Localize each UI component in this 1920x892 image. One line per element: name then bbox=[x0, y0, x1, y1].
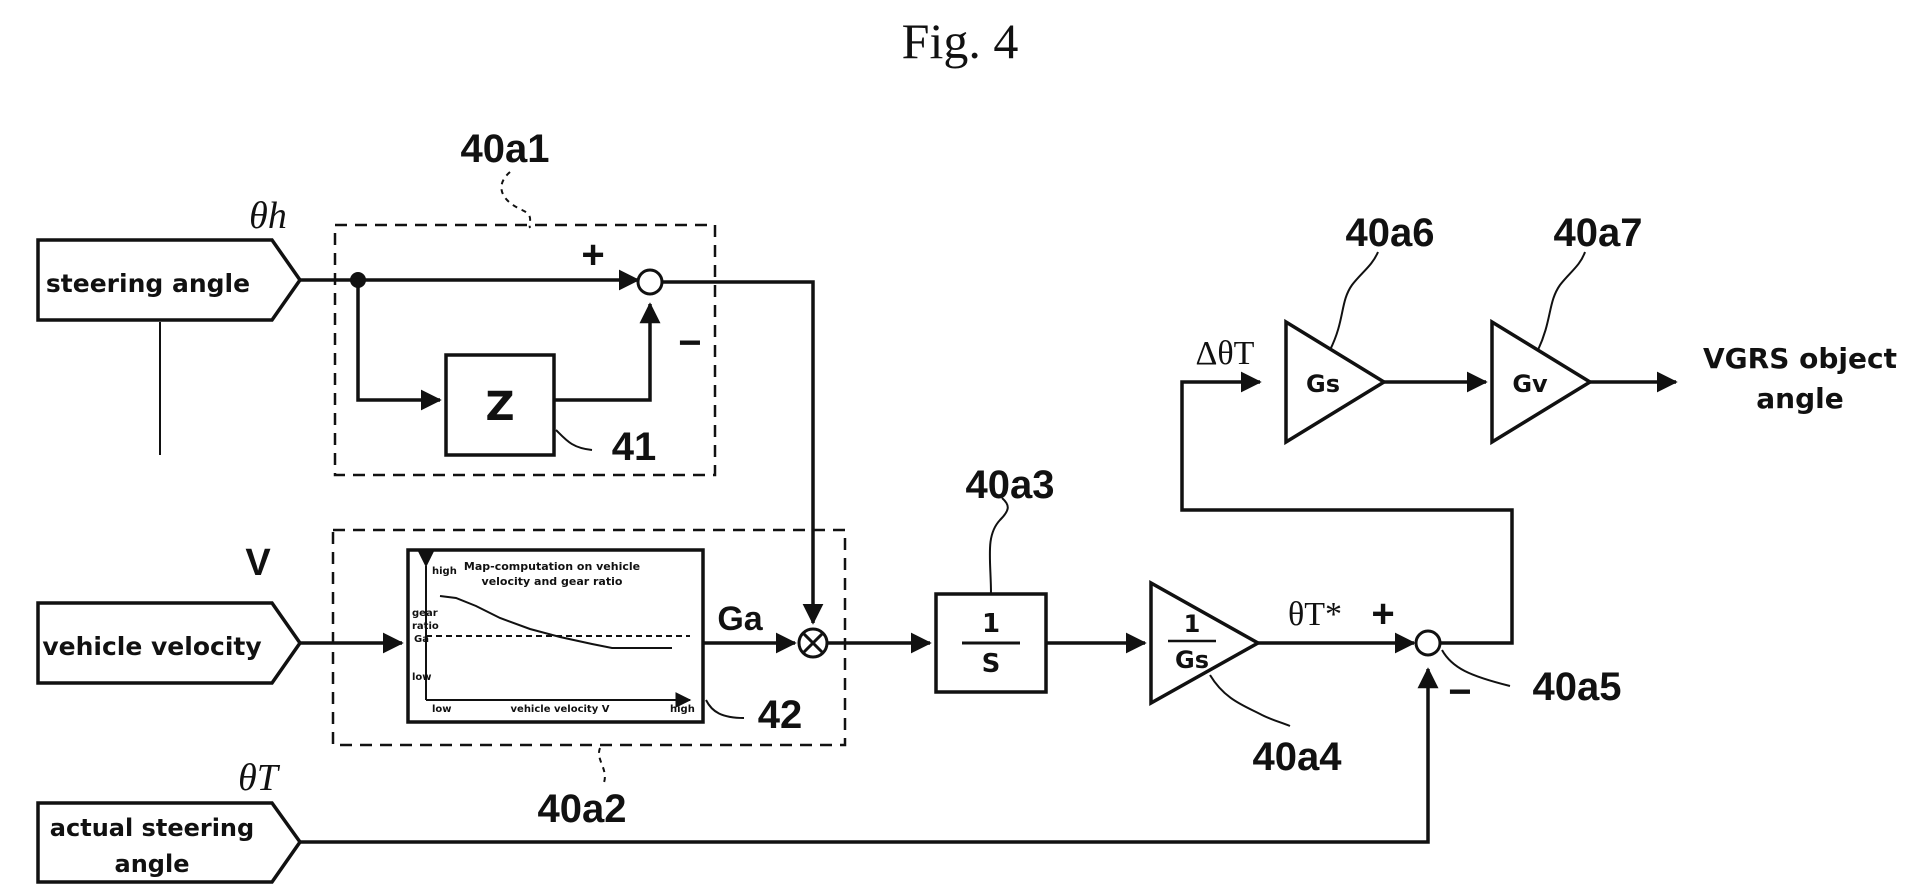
output-label-line1: VGRS object bbox=[1703, 342, 1897, 375]
gain-gv-label: Gv bbox=[1512, 370, 1548, 398]
output-label-line2: angle bbox=[1756, 382, 1843, 415]
ref-40a4: 40a4 bbox=[1253, 735, 1343, 779]
inverse-gain-block bbox=[1151, 583, 1258, 703]
junction2-plus-sign: + bbox=[1371, 592, 1394, 636]
delay-symbol: Z bbox=[485, 384, 514, 430]
ref-42: 42 bbox=[758, 693, 803, 737]
map-title-line2: velocity and gear ratio bbox=[482, 575, 623, 588]
ga-signal-label: Ga bbox=[717, 600, 763, 638]
ref-40a5: 40a5 bbox=[1533, 665, 1622, 709]
theta-t-star-label: θT* bbox=[1288, 596, 1342, 633]
summing-junction-2 bbox=[1416, 631, 1440, 655]
gain-gs-label: Gs bbox=[1306, 370, 1340, 398]
ref-40a1: 40a1 bbox=[461, 127, 550, 171]
inverse-gain-denominator: Gs bbox=[1175, 646, 1209, 674]
map-x-label: vehicle velocity V bbox=[511, 704, 610, 715]
ref-40a3: 40a3 bbox=[966, 463, 1055, 507]
velocity-symbol: V bbox=[245, 542, 271, 584]
integrator-denominator: S bbox=[982, 649, 1001, 679]
junction2-minus-sign: − bbox=[1448, 670, 1471, 714]
junction1-plus-sign: + bbox=[581, 233, 604, 277]
ref-40a6: 40a6 bbox=[1346, 211, 1435, 255]
map-x-low: low bbox=[432, 704, 452, 715]
delta-theta-t-label: ΔθT bbox=[1196, 335, 1255, 372]
steering-angle-symbol: θh bbox=[249, 195, 287, 237]
actual-steering-label-line1: actual steering bbox=[50, 814, 254, 842]
actual-steering-label-line2: angle bbox=[115, 850, 190, 878]
junction1-minus-sign: − bbox=[678, 321, 701, 365]
multiplier bbox=[799, 629, 827, 657]
map-x-high: high bbox=[670, 704, 695, 715]
map-title-line1: Map-computation on vehicle bbox=[464, 560, 640, 573]
summing-junction-1 bbox=[638, 270, 662, 294]
actual-steering-symbol: θT bbox=[238, 757, 281, 799]
vehicle-velocity-label: vehicle velocity bbox=[42, 632, 261, 661]
map-y-label-line2: ratio bbox=[412, 621, 439, 632]
map-y-label-line3: Ga bbox=[414, 634, 429, 645]
map-y-low: low bbox=[412, 672, 432, 683]
map-y-label-line1: gear bbox=[412, 608, 438, 619]
figure-title: Fig. 4 bbox=[902, 13, 1019, 69]
inverse-gain-numerator: 1 bbox=[1184, 610, 1201, 638]
ref-41: 41 bbox=[612, 425, 657, 469]
steering-angle-label: steering angle bbox=[46, 269, 250, 298]
map-y-high: high bbox=[432, 566, 457, 577]
ref-40a7: 40a7 bbox=[1554, 211, 1643, 255]
ref-40a2: 40a2 bbox=[538, 787, 627, 831]
integrator-numerator: 1 bbox=[982, 609, 1000, 639]
